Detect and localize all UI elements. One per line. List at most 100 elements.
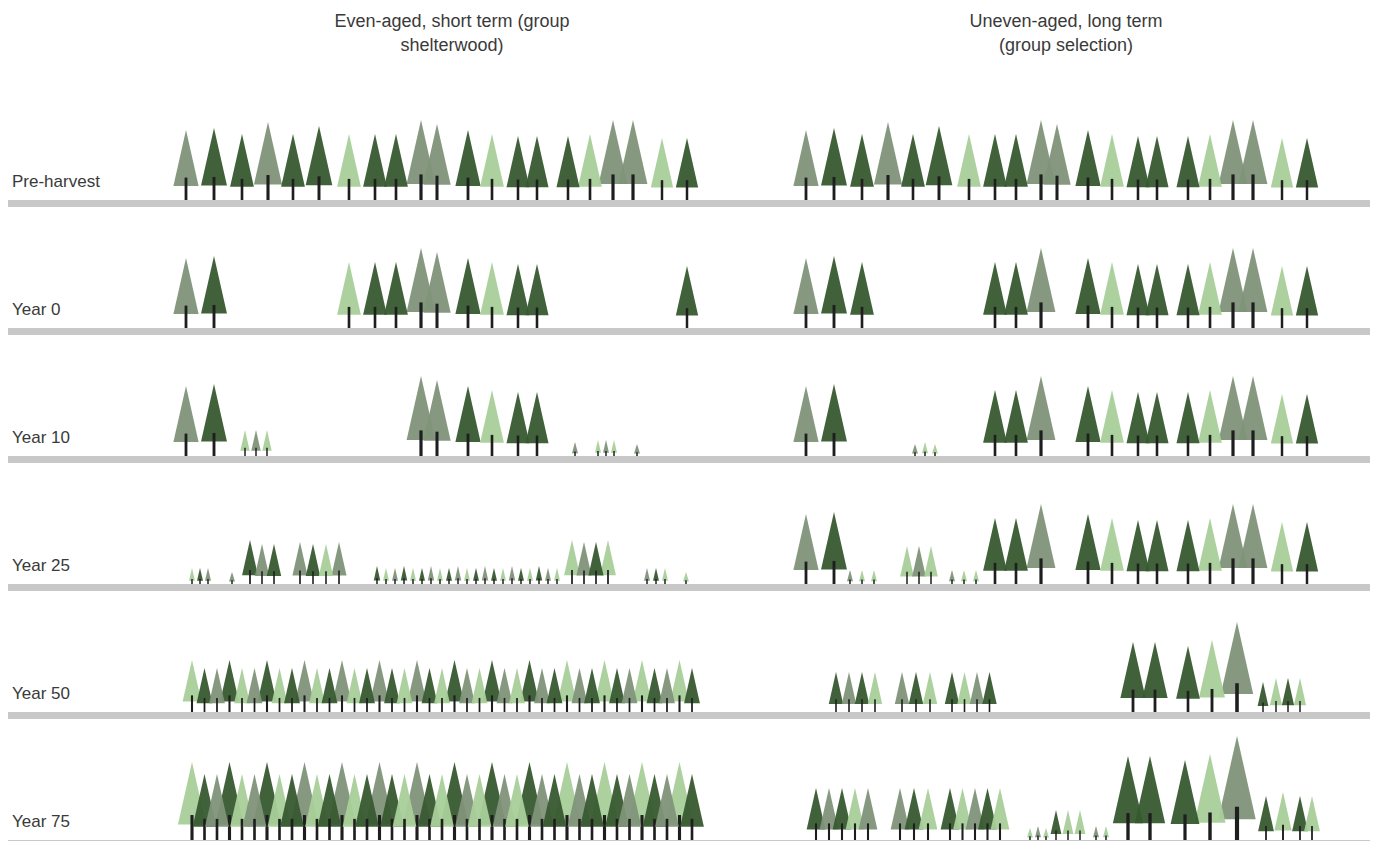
tree (209, 668, 225, 712)
tree (554, 568, 560, 584)
tree (240, 430, 249, 456)
tree-trunk (1183, 814, 1186, 840)
tree (595, 660, 614, 712)
tree-crown (926, 126, 953, 185)
tree-trunk (1156, 308, 1159, 328)
tree-trunk (538, 578, 540, 584)
row-label: Year 25 (12, 556, 70, 576)
tree (505, 774, 529, 840)
tree-trunk (1187, 180, 1190, 200)
tree-trunk (430, 578, 432, 584)
tree-trunk (435, 304, 438, 328)
tree (634, 444, 640, 456)
tree-trunk (607, 570, 609, 584)
tree (1063, 810, 1074, 840)
tree-trunk (203, 819, 206, 840)
tree-trunk (848, 699, 850, 712)
tree (1258, 682, 1269, 712)
tree (1004, 390, 1028, 456)
tree-trunk (691, 819, 694, 840)
tree-trunk (835, 699, 837, 712)
tree (1219, 120, 1248, 200)
tree-trunk (553, 819, 556, 840)
tree-trunk (213, 177, 216, 200)
tree (547, 668, 563, 712)
tree (580, 774, 604, 840)
tree-trunk (467, 178, 470, 200)
tree-trunk (1039, 430, 1042, 456)
tree (600, 540, 616, 584)
tree-trunk (994, 179, 997, 200)
tree (173, 386, 198, 456)
tree (1195, 754, 1226, 840)
tree-trunk (341, 695, 343, 712)
tree (347, 668, 363, 712)
tree (655, 774, 679, 840)
tree-trunk (653, 819, 656, 840)
tree (1176, 646, 1200, 712)
tree-trunk (628, 819, 631, 840)
tree (306, 126, 333, 200)
tree-trunk (541, 698, 543, 712)
tree (1271, 138, 1293, 200)
tree (957, 672, 971, 712)
tree-trunk (591, 698, 593, 712)
tree (909, 672, 923, 712)
tree (1198, 390, 1222, 456)
tree-trunk (938, 176, 941, 200)
tree-trunk (391, 698, 393, 712)
tree-trunk (1281, 564, 1283, 584)
tree (337, 134, 361, 200)
tree (584, 668, 600, 712)
tree-trunk (1111, 179, 1114, 200)
tree-trunk (1039, 302, 1042, 328)
tree (1120, 642, 1145, 712)
tree-trunk (441, 698, 443, 712)
tree-trunk (1029, 836, 1031, 840)
tree (651, 138, 673, 200)
tree (201, 128, 227, 200)
tree (370, 660, 389, 712)
tree (603, 440, 609, 456)
tree (659, 668, 675, 712)
tree-trunk (254, 698, 256, 712)
tree-trunk (479, 698, 481, 712)
tree-trunk (1251, 430, 1254, 456)
tree-trunk (266, 448, 268, 456)
tree (912, 546, 926, 584)
tree (846, 788, 865, 840)
tree-trunk (805, 434, 808, 456)
tree-trunk (266, 695, 268, 712)
tree (397, 668, 413, 712)
tree-trunk (466, 698, 468, 712)
tree-trunk (1039, 174, 1042, 200)
tree (821, 256, 847, 328)
tree (618, 774, 642, 840)
tree (272, 668, 288, 712)
tree-trunk (185, 178, 188, 200)
tree-trunk (191, 579, 193, 584)
tree (183, 660, 202, 712)
tree (473, 568, 479, 584)
tree (309, 668, 325, 712)
tree (423, 124, 450, 200)
tree (201, 384, 227, 456)
tree-trunk (595, 571, 597, 584)
tree-trunk (1231, 302, 1234, 328)
tree (1126, 392, 1149, 456)
tree-trunk (255, 448, 257, 456)
tree-trunk (312, 571, 314, 584)
tree-trunk (1281, 436, 1283, 456)
tree-trunk (949, 823, 951, 840)
tree (401, 566, 407, 584)
tree-trunk (511, 578, 513, 584)
tree-trunk (927, 823, 929, 840)
tree (576, 542, 591, 584)
tree-trunk (261, 571, 263, 584)
tree-trunk (517, 308, 520, 328)
tree (189, 568, 195, 584)
tree (525, 136, 548, 200)
tree-trunk (1209, 307, 1212, 328)
tree-trunk (412, 579, 414, 584)
tree-trunk (1087, 306, 1090, 328)
